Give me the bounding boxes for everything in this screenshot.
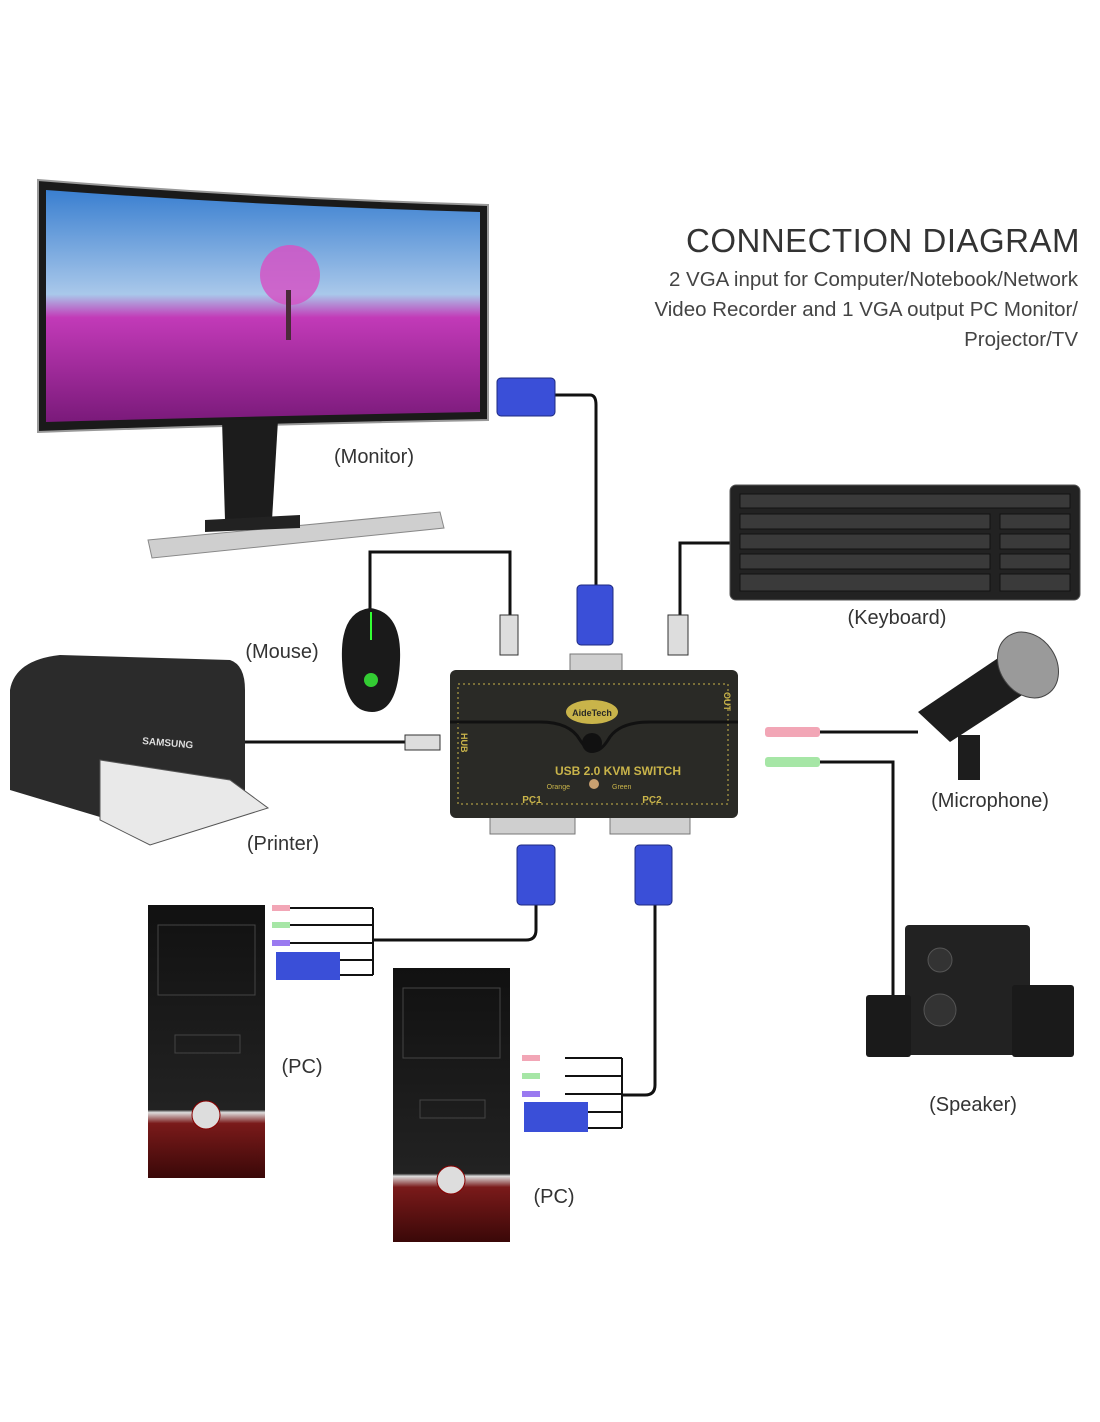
monitor-vga-cable [555, 393, 598, 585]
vga-connector-pc2-side [634, 844, 673, 906]
mouse [341, 608, 401, 712]
pc1-kvm-cable [373, 905, 538, 942]
label-microphone: (Microphone) [931, 790, 1049, 812]
led-green-label: Green [612, 784, 632, 791]
port-pc2-label: PC2 [642, 795, 662, 806]
subtitle-line-2: Video Recorder and 1 VGA output PC Monit… [654, 298, 1078, 321]
label-mouse: (Mouse) [245, 641, 319, 663]
printer [10, 655, 270, 846]
label-pc-1: (PC) [281, 1056, 323, 1078]
pc-tower-1 [148, 905, 340, 1178]
diagram-title: CONNECTION DIAGRAM [685, 222, 1080, 259]
label-monitor: (Monitor) [333, 446, 415, 468]
label-printer: (Printer) [246, 833, 320, 855]
switch-model: USB 2.0 KVM SWITCH [555, 764, 681, 778]
vga-connector-pc1-side [516, 844, 556, 906]
led-orange-label: Orange [547, 784, 570, 791]
cables [245, 393, 918, 1129]
printer-brand: SAMSUNG [142, 736, 194, 751]
pc2-kvm-cable [622, 905, 657, 1097]
hub-label: HUB [459, 733, 469, 753]
pc-tower-2 [393, 968, 588, 1242]
subtitle-line-1: 2 VGA input for Computer/Notebook/Networ… [668, 268, 1078, 291]
switch-brand: AideTech [572, 708, 612, 718]
usb-plug-printer [404, 734, 441, 751]
audio-plugs-switch [765, 727, 820, 767]
label-speaker: (Speaker) [929, 1094, 1017, 1116]
port-pc1-label: PC1 [522, 795, 542, 806]
kvm-switch [450, 653, 738, 835]
keyboard-usb-cable [678, 541, 730, 615]
label-pc-2: (PC) [533, 1186, 575, 1208]
out-label: OUT [722, 692, 732, 712]
label-keyboard: (Keyboard) [847, 607, 947, 629]
mouse-usb-cable [368, 550, 512, 615]
monitor [37, 178, 489, 559]
usb-plug-keyboard [667, 614, 689, 656]
keyboard [729, 484, 1081, 601]
subtitle-line-3: Projector/TV [964, 328, 1078, 351]
vga-connector-monitor [496, 377, 614, 646]
microphone [918, 631, 1059, 780]
speaker-cable [820, 760, 895, 1010]
speaker [866, 925, 1074, 1057]
usb-plug-mouse [499, 614, 519, 656]
